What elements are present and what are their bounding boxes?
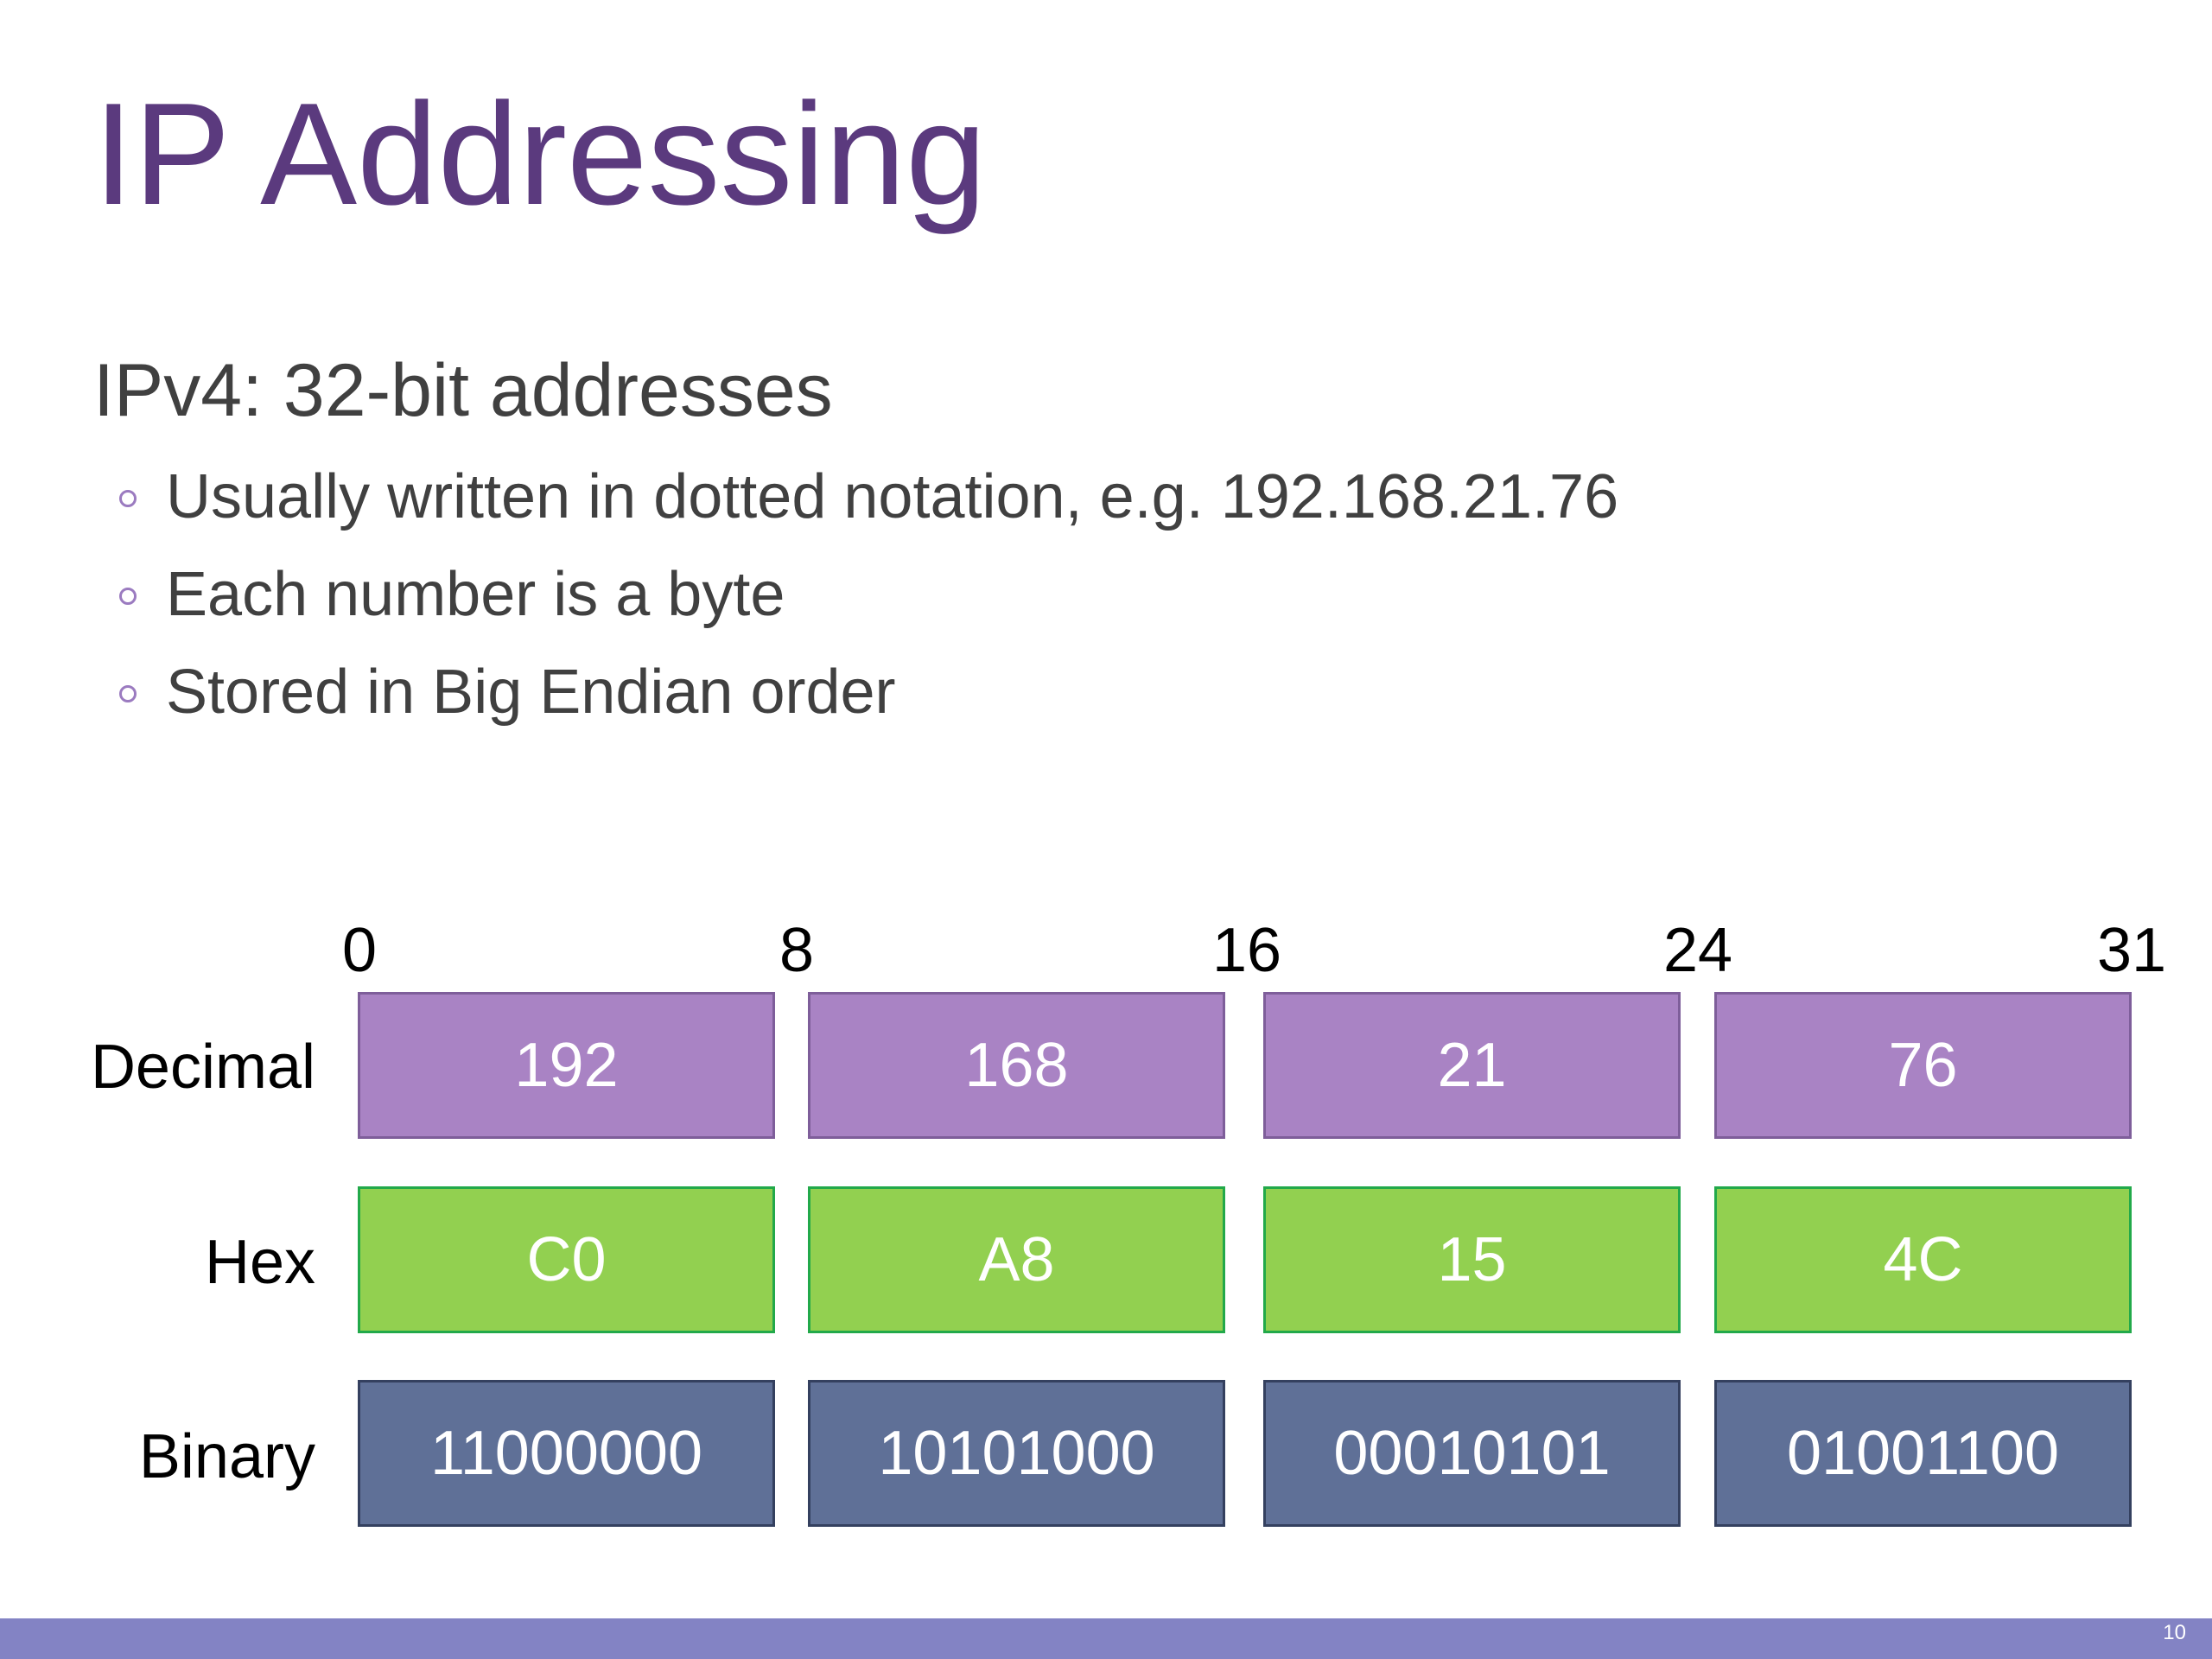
hollow-circle-bullet-icon — [119, 587, 137, 605]
binary-byte-cell: 10101000 — [808, 1380, 1225, 1527]
hex-byte-cell: 4C — [1714, 1186, 2132, 1333]
row-label-decimal: Decimal — [90, 1033, 315, 1102]
sub-bullet-item: Stored in Big Endian order — [119, 643, 1618, 741]
decimal-byte-cell: 192 — [358, 992, 775, 1139]
binary-byte-cell: 11000000 — [358, 1380, 775, 1527]
row-label-hex: Hex — [204, 1228, 315, 1297]
footer-bar — [0, 1618, 2212, 1659]
sub-bullet-text: Stored in Big Endian order — [166, 657, 896, 727]
hex-byte-cell: A8 — [808, 1186, 1225, 1333]
main-bullet: IPv4: 32-bit addresses — [93, 349, 833, 432]
decimal-byte-cell: 168 — [808, 992, 1225, 1139]
sub-bullet-item: Each number is a byte — [119, 545, 1618, 643]
bit-position-label: 16 — [1211, 916, 1282, 985]
decimal-byte-cell: 21 — [1263, 992, 1681, 1139]
sub-bullet-text: Usually written in dotted notation, e.g.… — [166, 461, 1619, 531]
bit-position-label: 8 — [779, 916, 815, 985]
hex-byte-cell: C0 — [358, 1186, 775, 1333]
binary-byte-cell: 00010101 — [1263, 1380, 1681, 1527]
hollow-circle-bullet-icon — [119, 684, 137, 702]
decimal-byte-cell: 76 — [1714, 992, 2132, 1139]
bit-position-label: 31 — [2096, 916, 2167, 985]
sub-bullet-list: Usually written in dotted notation, e.g.… — [119, 448, 1618, 741]
sub-bullet-text: Each number is a byte — [166, 559, 785, 629]
hex-byte-cell: 15 — [1263, 1186, 1681, 1333]
sub-bullet-item: Usually written in dotted notation, e.g.… — [119, 448, 1618, 545]
row-label-binary: Binary — [138, 1422, 315, 1491]
bit-position-label: 24 — [1662, 916, 1733, 985]
hollow-circle-bullet-icon — [119, 489, 137, 507]
bit-position-label: 0 — [341, 916, 378, 985]
page-number: 10 — [2163, 1621, 2186, 1644]
binary-byte-cell: 01001100 — [1714, 1380, 2132, 1527]
slide-title: IP Addressing — [93, 73, 987, 235]
